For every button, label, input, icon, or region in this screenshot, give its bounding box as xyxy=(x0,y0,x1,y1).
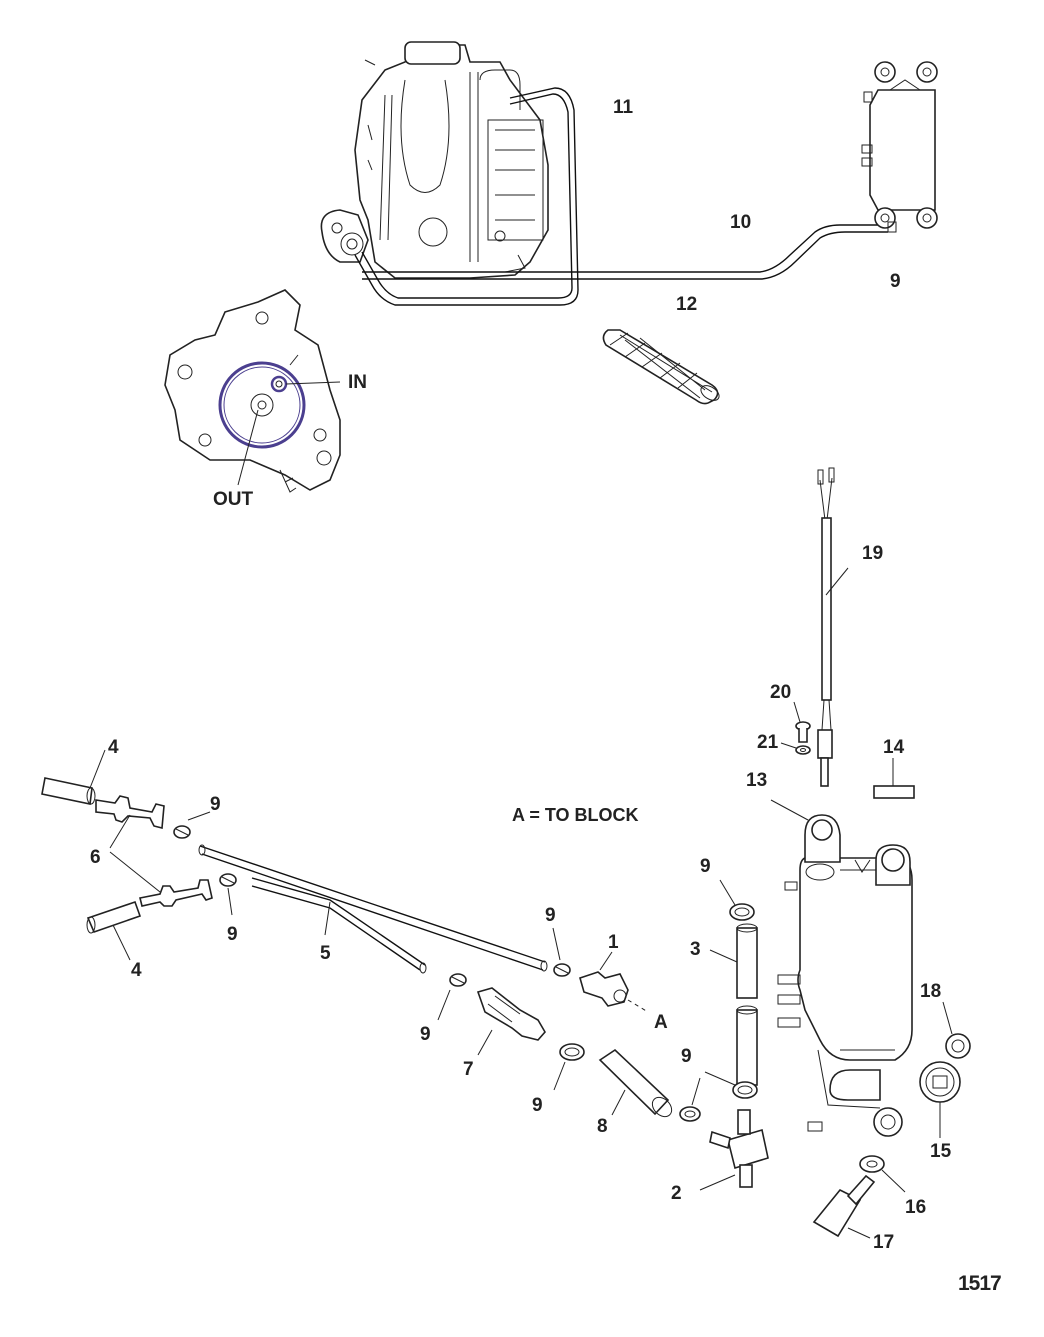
callout-7: 7 xyxy=(463,1059,474,1080)
callout-4-bottom: 4 xyxy=(131,960,142,981)
callout-1: 1 xyxy=(608,932,619,953)
clamp-9f xyxy=(553,1043,585,1091)
tube-8 xyxy=(598,1048,673,1118)
callout-9-h: 9 xyxy=(681,1046,692,1067)
note-to-block: A = TO BLOCK xyxy=(512,805,639,825)
callout-16: 16 xyxy=(905,1197,927,1218)
reservoir-13 xyxy=(770,799,913,1137)
hose-10 xyxy=(362,224,888,280)
callout-9-f: 9 xyxy=(532,1095,543,1116)
callout-17: 17 xyxy=(873,1232,895,1253)
callout-9-top: 9 xyxy=(890,271,901,292)
callout-20: 20 xyxy=(770,682,792,703)
fitting-1 xyxy=(579,951,649,1013)
callout-11: 11 xyxy=(613,97,634,118)
plug-18 xyxy=(942,1001,971,1059)
callout-12: 12 xyxy=(676,294,698,315)
callout-2: 2 xyxy=(671,1183,682,1204)
clamp-9b xyxy=(173,811,211,839)
sleeve-12 xyxy=(602,329,720,405)
callout-10: 10 xyxy=(730,212,752,233)
hose-3 xyxy=(709,923,758,1086)
figure-number: 1517 xyxy=(958,1272,1002,1295)
sensor-wire-19 xyxy=(817,467,849,787)
screw-20 xyxy=(793,701,811,743)
callout-4-top: 4 xyxy=(108,737,119,758)
washer-21 xyxy=(780,742,811,755)
callout-9-e: 9 xyxy=(420,1024,431,1045)
bolt-17 xyxy=(812,1174,876,1239)
callout-8: 8 xyxy=(597,1116,608,1137)
decal-14 xyxy=(873,758,915,799)
callout-3: 3 xyxy=(690,939,701,960)
fitting-6b xyxy=(109,814,213,907)
hose-5 xyxy=(198,844,548,974)
hose-11 xyxy=(354,87,579,306)
clamp-9g xyxy=(719,879,755,921)
clamp-9d xyxy=(552,927,571,977)
callout-6: 6 xyxy=(90,847,101,868)
tube-4a xyxy=(41,749,106,805)
callout-18: 18 xyxy=(920,981,942,1002)
tee-fitting-2 xyxy=(699,1109,769,1191)
gasket-plate xyxy=(164,289,341,493)
callout-14: 14 xyxy=(883,737,905,758)
plug-15 xyxy=(919,1061,961,1138)
washer-16 xyxy=(859,1155,906,1193)
clamp-9e xyxy=(437,973,467,1021)
callout-13: 13 xyxy=(746,770,768,791)
valve-7 xyxy=(476,987,546,1056)
callout-5: 5 xyxy=(320,943,331,964)
callout-9-b: 9 xyxy=(210,794,221,815)
tube-4b xyxy=(86,900,142,961)
callout-21: 21 xyxy=(757,732,779,753)
label-in: IN xyxy=(348,372,367,393)
callout-19: 19 xyxy=(862,543,884,564)
clamp-9h xyxy=(679,1071,758,1122)
label-a: A xyxy=(654,1012,668,1033)
clamp-9c xyxy=(219,873,237,916)
callout-9-g: 9 xyxy=(700,856,711,877)
label-out: OUT xyxy=(213,489,254,510)
callout-9-c: 9 xyxy=(227,924,238,945)
engine-block xyxy=(320,41,549,279)
callout-9-d: 9 xyxy=(545,905,556,926)
filter-top-right xyxy=(861,61,938,233)
callout-15: 15 xyxy=(930,1141,952,1162)
fitting-6a xyxy=(95,795,165,830)
